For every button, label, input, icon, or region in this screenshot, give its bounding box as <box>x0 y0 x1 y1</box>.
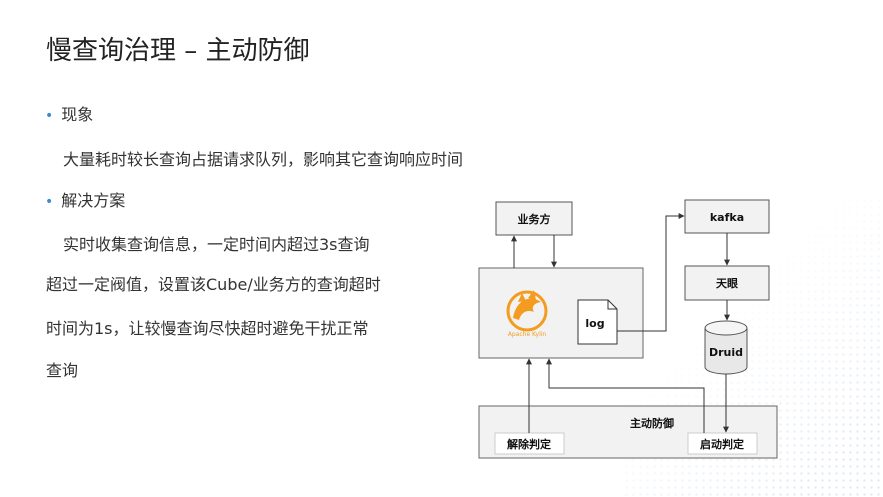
kafka-node <box>684 199 770 234</box>
logo-caption: Apache Kylin <box>508 331 547 338</box>
release-label: 解除判定 <box>507 437 551 451</box>
bullet-heading: 解决方案 <box>61 191 126 210</box>
solution-line-1: 实时收集查询信息，一定时间内超过3s查询 <box>63 235 370 254</box>
bullet-phenomenon: • 现象 <box>45 101 93 125</box>
business-label: 业务方 <box>518 212 551 226</box>
arrow-trigger-to-engine <box>546 358 705 433</box>
active-defense-label: 主动防御 <box>630 416 674 430</box>
bullet-heading: 现象 <box>61 105 94 124</box>
log-file-icon <box>577 299 618 345</box>
bullet-dot-icon: • <box>45 108 54 124</box>
druid-label: Druid <box>709 346 743 359</box>
log-label: log <box>585 317 604 330</box>
druid-database-icon <box>704 320 748 375</box>
solution-line-3: 时间为1s，让较慢查询尽快超时避免干扰正常 <box>46 319 369 338</box>
apache-kylin-logo-icon: Apache Kylin <box>506 290 548 338</box>
trigger-node <box>687 432 758 455</box>
solution-line-2: 超过一定阀值，设置该Cube/业务方的查询超时 <box>46 275 381 294</box>
kafka-label: kafka <box>710 211 744 224</box>
bullet-solution: • 解决方案 <box>45 187 125 211</box>
tianyan-node <box>684 265 770 301</box>
tianyan-label: 天眼 <box>716 277 738 290</box>
trigger-label: 启动判定 <box>700 437 744 451</box>
business-node <box>495 201 573 236</box>
query-engine-box <box>478 267 644 359</box>
bullet-dot-icon: • <box>45 194 54 210</box>
solution-line-4: 查询 <box>46 361 79 380</box>
page-title: 慢查询治理 – 主动防御 <box>46 36 310 66</box>
arrow-log-to-kafka <box>617 213 685 332</box>
phenomenon-text: 大量耗时较长查询占据请求队列，影响其它查询响应时间 <box>63 150 464 169</box>
